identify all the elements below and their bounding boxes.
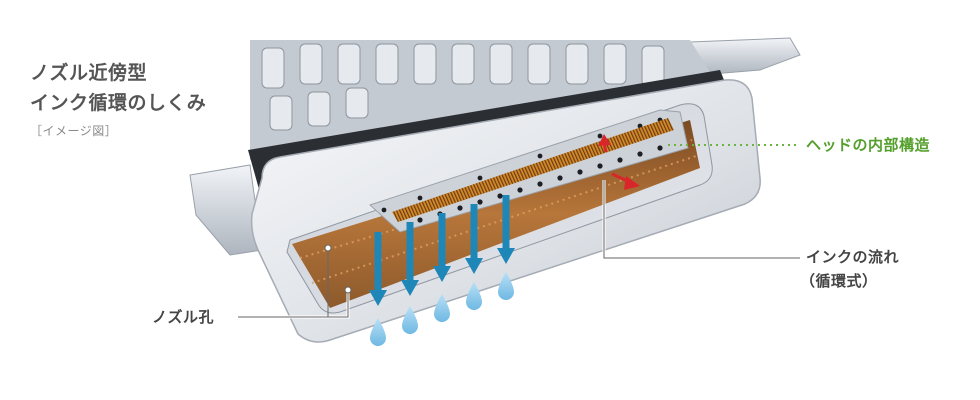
label-nozzle-hole: ノズル孔 [152, 308, 215, 326]
mounting-bracket-left [189, 164, 263, 256]
title-line-2: インク循環のしくみ [30, 92, 207, 114]
ink-flow-arrows [374, 195, 510, 290]
ink-droplets [370, 272, 514, 346]
channel-holes [381, 117, 663, 223]
leader-nozzle-hole [238, 292, 349, 318]
ink-flow-arrowheads [369, 248, 515, 306]
diagram-title: ノズル近傍型 インク循環のしくみ [30, 58, 206, 118]
label-ink-flow: インクの流れ [806, 248, 900, 266]
circulation-arrows [598, 134, 640, 190]
leader-ink-flow-line [603, 180, 800, 259]
label-head-internal: ヘッドの内部構造 [806, 136, 931, 154]
nozzle-hole-marker [324, 244, 332, 252]
title-line-1: ノズル近傍型 [30, 62, 148, 84]
nozzle-hole-marker-2 [344, 286, 352, 294]
image-note: ［イメージ図］ [30, 124, 118, 138]
label-ink-flow-sub: （循環式） [800, 272, 878, 290]
